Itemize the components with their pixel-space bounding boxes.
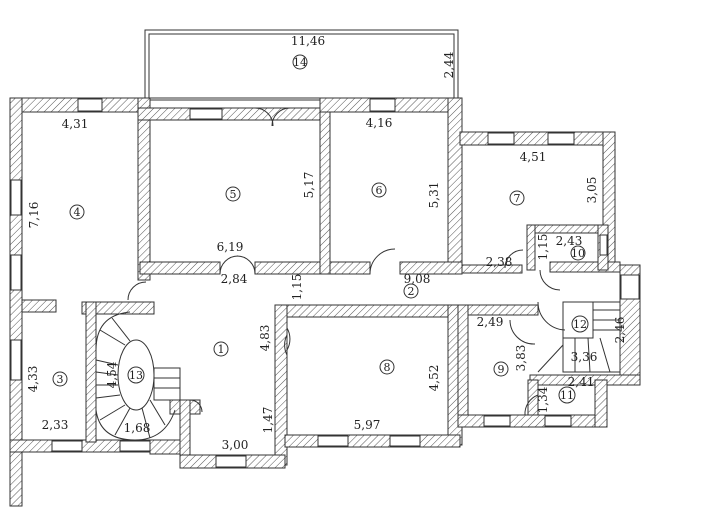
dim-11-width: 2,41 [568, 375, 595, 389]
room-14-number: 14 [293, 56, 307, 69]
room-4-number: 4 [74, 206, 81, 219]
room-10-number: 10 [571, 247, 585, 260]
room-11-number: 11 [560, 389, 574, 402]
dim-9-width: 2,49 [477, 315, 504, 329]
doors [127, 107, 566, 416]
dim-1-width: 3,00 [222, 438, 249, 452]
dim-5-length: 5,17 [302, 172, 316, 199]
room-2-number: 2 [408, 285, 415, 298]
dim-12-width: 2,46 [613, 317, 627, 344]
dim-13-width: 1,68 [124, 421, 151, 435]
room-labels: 11,46 14 2,44 4,31 7,16 4 5,17 5 6,19 2,… [26, 34, 627, 452]
room-8-number: 8 [384, 361, 391, 374]
dim-12-length: 3,36 [571, 350, 598, 364]
dim-7-passage: 2,38 [486, 255, 513, 269]
dim-1-niche: 1,47 [261, 407, 275, 434]
room-7-number: 7 [514, 192, 521, 205]
room-9-number: 9 [498, 363, 505, 376]
room-12-number: 12 [573, 318, 587, 331]
dim-11-length: 1,34 [536, 386, 550, 413]
dim-10-length: 1,15 [536, 234, 550, 261]
windows [10, 98, 640, 468]
dim-3-width: 2,33 [42, 418, 69, 432]
dim-5-width: 6,19 [217, 240, 244, 254]
dim-corridor-step: 1,15 [290, 274, 304, 301]
dim-10-width: 2,43 [556, 234, 583, 248]
dim-9-length: 3,83 [514, 345, 528, 372]
dim-8-length: 5,97 [354, 418, 381, 432]
room-13-number: 13 [129, 369, 143, 382]
terrace-outline [144, 29, 459, 101]
room-5-number: 5 [230, 188, 237, 201]
dim-4-width: 4,31 [62, 117, 89, 131]
dim-14-length: 11,46 [291, 34, 325, 48]
dim-3-length: 4,33 [26, 366, 40, 393]
dim-8-width: 4,52 [427, 365, 441, 392]
dim-corridor-width: 2,84 [221, 272, 248, 286]
room-1-number: 1 [218, 343, 225, 356]
room-3-number: 3 [57, 373, 64, 386]
dim-6-length: 5,31 [427, 182, 441, 209]
stairs [95, 301, 621, 441]
dim-14-width: 2,44 [442, 51, 456, 78]
dim-7-width: 4,51 [520, 150, 547, 164]
dim-7-length: 3,05 [585, 177, 599, 204]
dim-6-width: 4,16 [366, 116, 393, 130]
room-6-number: 6 [376, 184, 383, 197]
dim-1-length: 4,83 [258, 325, 272, 352]
dim-2-length: 9,08 [404, 272, 431, 286]
dim-13-length: 4,54 [105, 361, 119, 388]
dim-4-length: 7,16 [27, 202, 41, 229]
